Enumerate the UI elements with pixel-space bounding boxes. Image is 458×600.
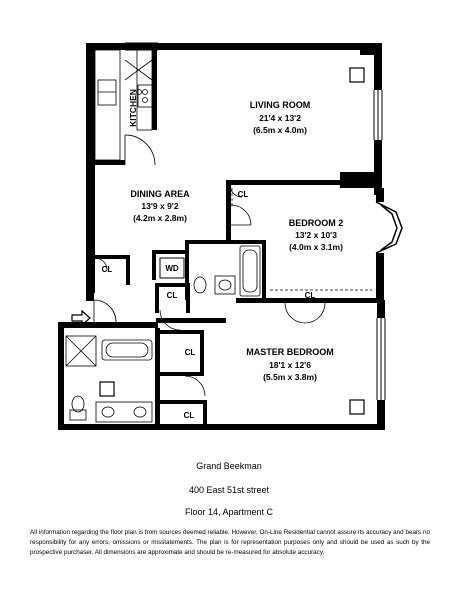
entry-arrow-icon [71,309,91,327]
bedroom-2-name: BEDROOM 2 [289,218,344,228]
kitchen-fixtures [94,49,153,161]
washer-dryer-label: WD [165,264,179,273]
closet-label: CL [238,190,249,199]
dining-area-name: DINING AREA [130,189,190,199]
closet-label: CL [184,411,195,420]
closet-rods [231,188,372,291]
building-address: 400 East 51st street [188,485,270,495]
washer-dryer [159,257,185,279]
bay-window [375,201,403,254]
kitchen-name: KITCHEN [128,89,138,127]
unit-info: Floor 14, Apartment C [184,507,274,517]
closet-label: CL [167,291,178,300]
exterior-walls [58,43,385,430]
building-name: Grand Beekman [196,461,262,471]
floor-plan: LIVING ROOM 21'4 x 13'2 (6.5m x 4.0m) DI… [58,42,403,430]
living-room-dims: 21'4 x 13'2 [259,113,301,123]
master-bath-fixtures [65,335,153,423]
dining-area-metric: (4.2m x 2.8m) [133,213,187,223]
fixture-labels: CL CL WD CL CL CL CL [102,190,316,420]
master-window [376,318,386,400]
interior-walls [95,50,378,424]
living-room-metric: (6.5m x 4.0m) [253,125,307,135]
living-room-name: LIVING ROOM [250,100,311,110]
disclaimer: All information regarding the floor plan… [30,529,430,556]
master-bedroom-dims: 18'1 x 12'6 [269,360,311,370]
bedroom-2-dims: 13'2 x 10'3 [295,230,337,240]
closet-label: CL [185,348,196,357]
door-swings [93,134,326,397]
closet-label: CL [305,291,316,300]
room-labels: LIVING ROOM 21'4 x 13'2 (6.5m x 4.0m) DI… [128,89,343,382]
living-room-window [373,90,383,140]
master-bedroom-metric: (5.5m x 3.8m) [263,372,317,382]
columns [99,67,365,415]
closet-label: CL [102,265,113,274]
bedroom-2-metric: (4.0m x 3.1m) [289,242,343,252]
bath2-fixtures [193,245,261,297]
dining-area-dims: 13'9 x 9'2 [141,201,178,211]
master-bedroom-name: MASTER BEDROOM [246,347,334,357]
